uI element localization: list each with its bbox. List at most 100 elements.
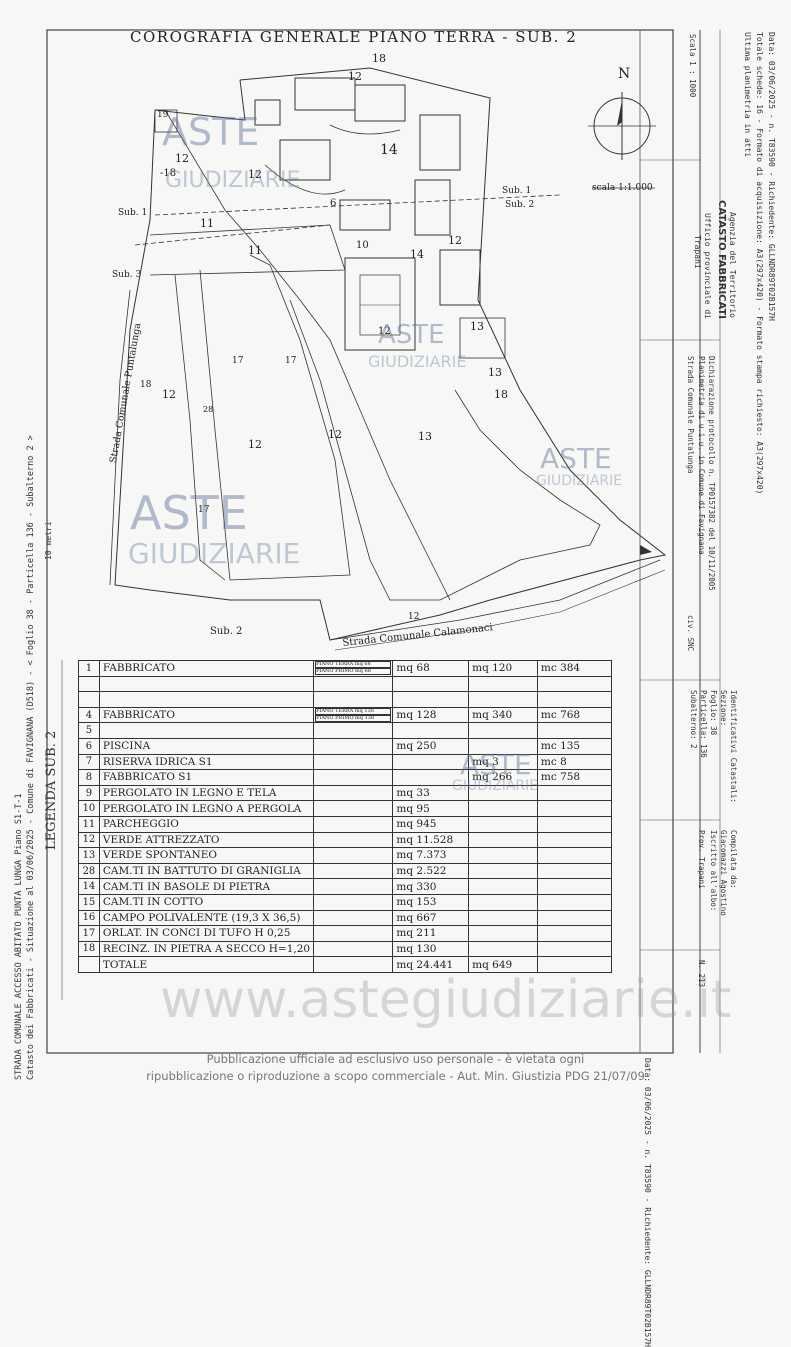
right-side-top2: Totale schede: 16 - Formato di acquisizi… — [755, 32, 764, 495]
area-number: 18 — [140, 380, 152, 390]
legend-row — [78, 691, 613, 708]
right-side-top1: Data: 03/06/2025 - n. T83590 - Richieden… — [767, 32, 776, 321]
legend-area: mq 945 — [392, 815, 470, 833]
info-planimetria: Planimetria di u.i.u. in Comune di Favig… — [697, 356, 706, 555]
page-title: COROGRAFIA GENERALE PIANO TERRA - SUB. 2 — [130, 28, 578, 46]
legend-num — [78, 691, 100, 708]
sub2-label: Sub. 2 — [210, 626, 243, 637]
legend-area: mq 24.441 — [392, 956, 470, 973]
plan-drawing — [46, 29, 721, 1054]
legend-floor-areas — [313, 753, 394, 771]
legend-num: 10 — [78, 800, 100, 817]
legend-volume — [536, 847, 613, 864]
legend-floor-areas — [313, 769, 394, 786]
legend-volume: mc 135 — [536, 737, 613, 755]
legend-area-covered: mq 3 — [468, 753, 538, 771]
watermark-logo: ASTE — [540, 442, 612, 475]
legend-area: mq 667 — [392, 909, 470, 927]
legend-desc: CAMPO POLIVALENTE (19,3 X 36,5) — [98, 909, 315, 927]
legend-desc: VERDE SPONTANEO — [98, 847, 315, 864]
legend-num: 13 — [78, 847, 100, 864]
legend-desc: FABBRICATO — [98, 706, 315, 724]
watermark-logo-sub: GIUDIZIARIE — [368, 352, 467, 371]
footer-line1: Pubblicazione ufficiale ad esclusivo uso… — [206, 1052, 585, 1066]
legend-num: 14 — [78, 878, 100, 895]
legend-area-covered — [468, 722, 538, 739]
legend-volume — [536, 940, 613, 958]
legend-area-covered — [468, 800, 538, 817]
watermark-logo: ASTE — [378, 320, 445, 350]
area-number: -18 — [160, 168, 177, 179]
legend-volume — [536, 878, 613, 895]
legend-desc: CAM.TI IN BATTUTO DI GRANIGLIA — [98, 862, 315, 880]
legend-floor-mini2: PIANO PRIMO mq 138 — [315, 715, 392, 722]
info-sezione: Sezione: — [719, 690, 728, 727]
info-compilata: Compilata da: — [729, 830, 738, 889]
legend-area-covered — [468, 925, 538, 942]
sub1b-label: Sub. 1 — [502, 186, 532, 196]
legend-floor-areas — [313, 925, 394, 942]
watermark-url: www.astegiudiziarie.it — [160, 970, 732, 1030]
legend-num: 12 — [78, 831, 100, 849]
legend-desc: PISCINA — [98, 737, 315, 755]
legend-floor-areas — [313, 940, 394, 958]
legend-area-covered — [468, 940, 538, 958]
legend-area-covered — [468, 691, 538, 708]
right-side-bottom: Data: 03/06/2025 - n. T83590 - Richieden… — [643, 1058, 652, 1347]
legend-area-covered: mq 649 — [468, 956, 538, 973]
area-number: 12 — [448, 234, 462, 247]
legend-volume — [536, 925, 613, 942]
legend-volume: mc 758 — [536, 769, 613, 786]
area-number: 12 — [248, 438, 262, 451]
legend-area: mq 95 — [392, 800, 470, 817]
right-side-top3: Ultima planimetria in atti — [743, 32, 752, 158]
legend-area — [392, 691, 470, 708]
legend-num: 28 — [78, 862, 100, 880]
legend-desc: PERGOLATO IN LEGNO A PERGOLA — [98, 800, 315, 817]
legend-num: 8 — [78, 769, 100, 786]
legend-area — [392, 722, 470, 739]
legend-volume — [536, 722, 613, 739]
legend-floor-areas — [313, 909, 394, 927]
legend-num: 15 — [78, 893, 100, 911]
area-number: 18 — [372, 52, 386, 65]
legend-area: mq 250 — [392, 737, 470, 755]
legend-desc: VERDE ATTREZZATO — [98, 831, 315, 849]
legend-floor-areas — [313, 691, 394, 708]
legend-desc — [98, 675, 315, 693]
area-number: 12 — [408, 612, 420, 622]
legend-num — [78, 675, 100, 693]
legend-num: 1 — [78, 660, 100, 677]
watermark-logo-sub: GIUDIZIARIE — [165, 168, 301, 193]
legend-desc: FABBRICATO S1 — [98, 769, 315, 786]
info-civ: civ. SNC — [686, 615, 695, 652]
area-number: 17 — [198, 505, 210, 515]
legend-row: 5 — [78, 722, 613, 739]
sub2b-label: Sub. 2 — [505, 200, 535, 210]
legend-area-covered: mq 340 — [468, 706, 538, 724]
scala-header: Scala 1 : 1000 — [688, 34, 697, 98]
area-number: 12 — [248, 168, 262, 181]
legend-volume — [536, 675, 613, 693]
legend-desc — [98, 691, 315, 708]
legend-area — [392, 753, 470, 771]
area-number: 12 — [175, 152, 189, 165]
area-number: 13 — [470, 320, 484, 333]
watermark-logo-sub: GIUDIZIARIE — [452, 778, 539, 794]
area-number: 11 — [200, 217, 214, 230]
legend-area-covered — [468, 893, 538, 911]
legend-num: 17 — [78, 925, 100, 942]
legend-volume — [536, 909, 613, 927]
legend-floor-areas — [313, 847, 394, 864]
legend-area: mq 11.528 — [392, 831, 470, 849]
legend-desc: RISERVA IDRICA S1 — [98, 753, 315, 771]
legend-volume — [536, 784, 613, 802]
legend-area-covered — [468, 831, 538, 849]
watermark-logo: ASTE — [162, 110, 260, 154]
